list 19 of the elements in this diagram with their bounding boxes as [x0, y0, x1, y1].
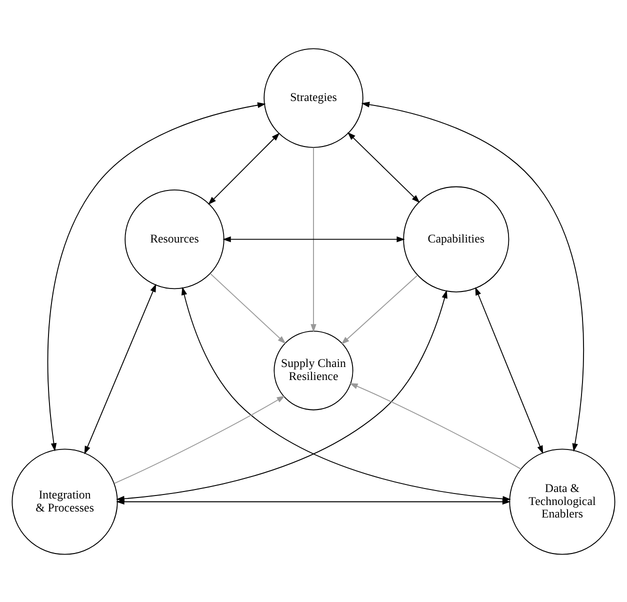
node-circle: Resources: [124, 188, 224, 289]
arrow: [116, 498, 511, 504]
arrow: [210, 272, 286, 344]
node-circle: Supply Chain Resilience: [274, 330, 354, 410]
node-circle: Integration & Processes: [12, 448, 118, 554]
arrow: [350, 382, 522, 470]
arrow: [114, 395, 286, 484]
arrow: [341, 274, 418, 344]
arrow: [475, 286, 544, 454]
arrow: [47, 102, 266, 451]
node-circle: Strategies: [264, 48, 364, 148]
arrow: [84, 283, 156, 454]
arrow: [347, 132, 420, 202]
arrow: [208, 132, 280, 204]
arrow: [310, 146, 316, 332]
arrow: [222, 236, 405, 242]
arrow: [361, 101, 584, 452]
node-circle: Capabilities: [403, 186, 510, 292]
node-circle: Data & Technological Enablers: [509, 448, 616, 554]
